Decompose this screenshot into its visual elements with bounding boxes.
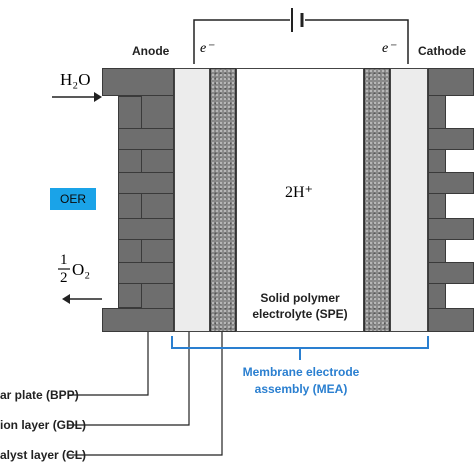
anode-bpp-bottom [102,308,174,332]
fraction-numerator: 1 [60,252,68,268]
circuit-wire-left [193,19,290,64]
proton-label: 2H⁺ [285,184,313,201]
anode-bpp-top [102,68,174,96]
anode-channel-gap [102,298,118,302]
fraction-denominator: 2 [60,270,68,286]
bpp-label: ar plate (BPP) [0,388,79,402]
anode-gdl [174,68,210,332]
mea-label-line2: assembly (MEA) [254,382,348,396]
circuit-wire-right [305,19,409,64]
anode-bpp-fin [118,218,174,240]
cathode-bpp-top [428,68,474,96]
gdl-label: ion layer (GDL) [0,418,87,432]
cathode-bpp-fin [428,262,474,284]
cl-callout-line [68,322,223,456]
anode-label: Anode [132,44,170,58]
oxygen-label: O₂ [72,260,91,279]
cathode-bpp-fin [428,128,474,150]
spe-label-line2: electrolyte (SPE) [252,307,348,321]
cl-label: alyst layer (CL) [0,448,87,462]
electron-label-right: e⁻ [382,41,396,56]
water-inlet-arrowhead [94,92,102,102]
cathode-catalyst-layer [364,68,390,332]
anode-bpp-spine [140,68,174,332]
anode-channel-gap [102,96,118,100]
solid-polymer-electrolyte [236,68,364,332]
cathode-bpp-fin [428,218,474,240]
spe-label-line1: Solid polymer [260,291,340,305]
mea-label-line1: Membrane electrode [242,365,360,379]
cathode-bpp-fin [428,172,474,194]
anode-catalyst-layer [210,68,236,332]
anode-bpp-fin [118,128,174,150]
anode-bpp-fin [118,262,174,284]
electron-label-left: e⁻ [200,41,214,56]
mea-label: Membrane electrode assembly (MEA) [216,364,386,398]
cathode-bipolar-plate [428,68,474,332]
anode-bpp-fin [118,172,174,194]
water-label: H₂O [60,70,91,89]
anode-bipolar-plate [102,68,174,332]
mea-bracket [171,336,429,349]
cathode-bpp-bottom [428,308,474,332]
oxygen-outlet-arrowhead [62,294,70,304]
spe-label: Solid polymer electrolyte (SPE) [240,290,360,322]
cathode-label: Cathode [418,44,466,58]
oer-box: OER [50,188,96,210]
bpp-callout-line [68,322,149,396]
cathode-bpp-spine [428,68,446,332]
cathode-gdl [390,68,428,332]
gdl-callout-line [68,322,190,426]
